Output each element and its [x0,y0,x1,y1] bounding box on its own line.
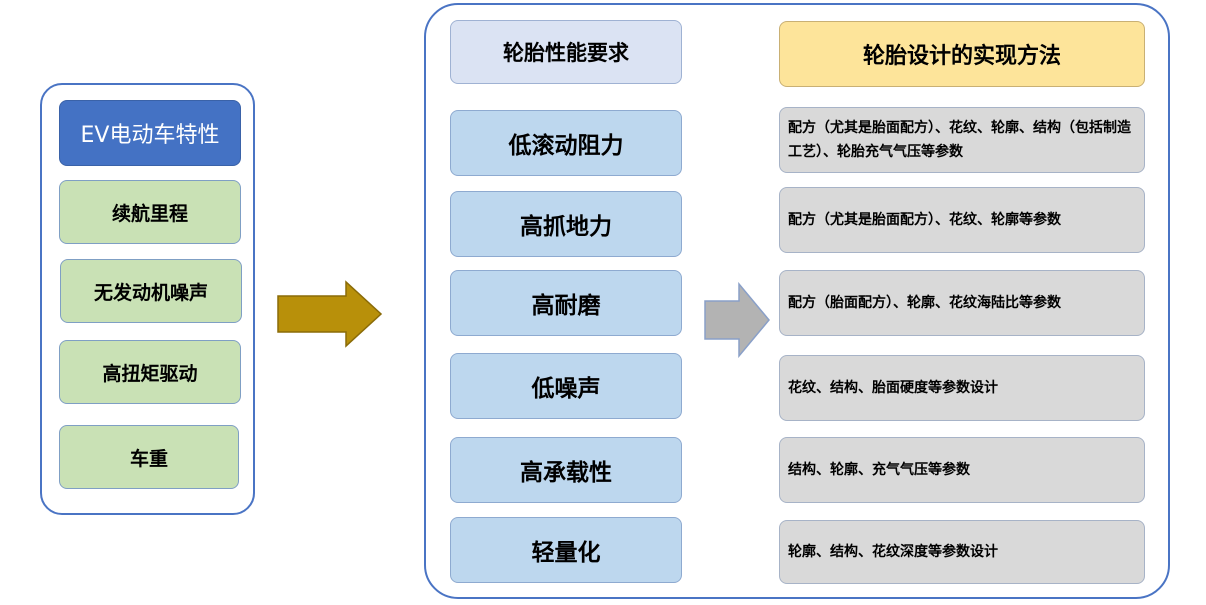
req-item-high-load-capacity: 高承载性 [450,437,682,503]
ev-item-high-torque: 高扭矩驱动 [59,340,241,404]
tire-requirements-header: 轮胎性能要求 [450,20,682,84]
impl-item-rolling-resistance: 配方（尤其是胎面配方）、花纹、轮廓、结构（包括制造工艺）、轮胎充气气压等参数 [779,107,1145,173]
req-item-high-grip: 高抓地力 [450,191,682,257]
ev-item-vehicle-weight: 车重 [59,425,239,489]
ev-characteristics-header: EV电动车特性 [59,100,241,166]
big-arrow-icon [277,280,383,348]
ev-item-range: 续航里程 [59,180,241,244]
impl-item-wear: 配方（胎面配方）、轮廓、花纹海陆比等参数 [779,270,1145,336]
implementation-methods-header: 轮胎设计的实现方法 [779,21,1145,87]
small-arrow-icon [704,282,770,358]
req-item-high-wear-resistance: 高耐磨 [450,270,682,336]
req-item-lightweight: 轻量化 [450,517,682,583]
ev-item-no-engine-noise: 无发动机噪声 [60,259,242,323]
req-item-low-noise: 低噪声 [450,353,682,419]
impl-item-load-capacity: 结构、轮廓、充气气压等参数 [779,437,1145,503]
impl-item-lightweight: 轮廓、结构、花纹深度等参数设计 [779,520,1145,584]
req-item-low-rolling-resistance: 低滚动阻力 [450,110,682,176]
impl-item-noise: 花纹、结构、胎面硬度等参数设计 [779,355,1145,421]
impl-item-grip: 配方（尤其是胎面配方）、花纹、轮廓等参数 [779,187,1145,253]
